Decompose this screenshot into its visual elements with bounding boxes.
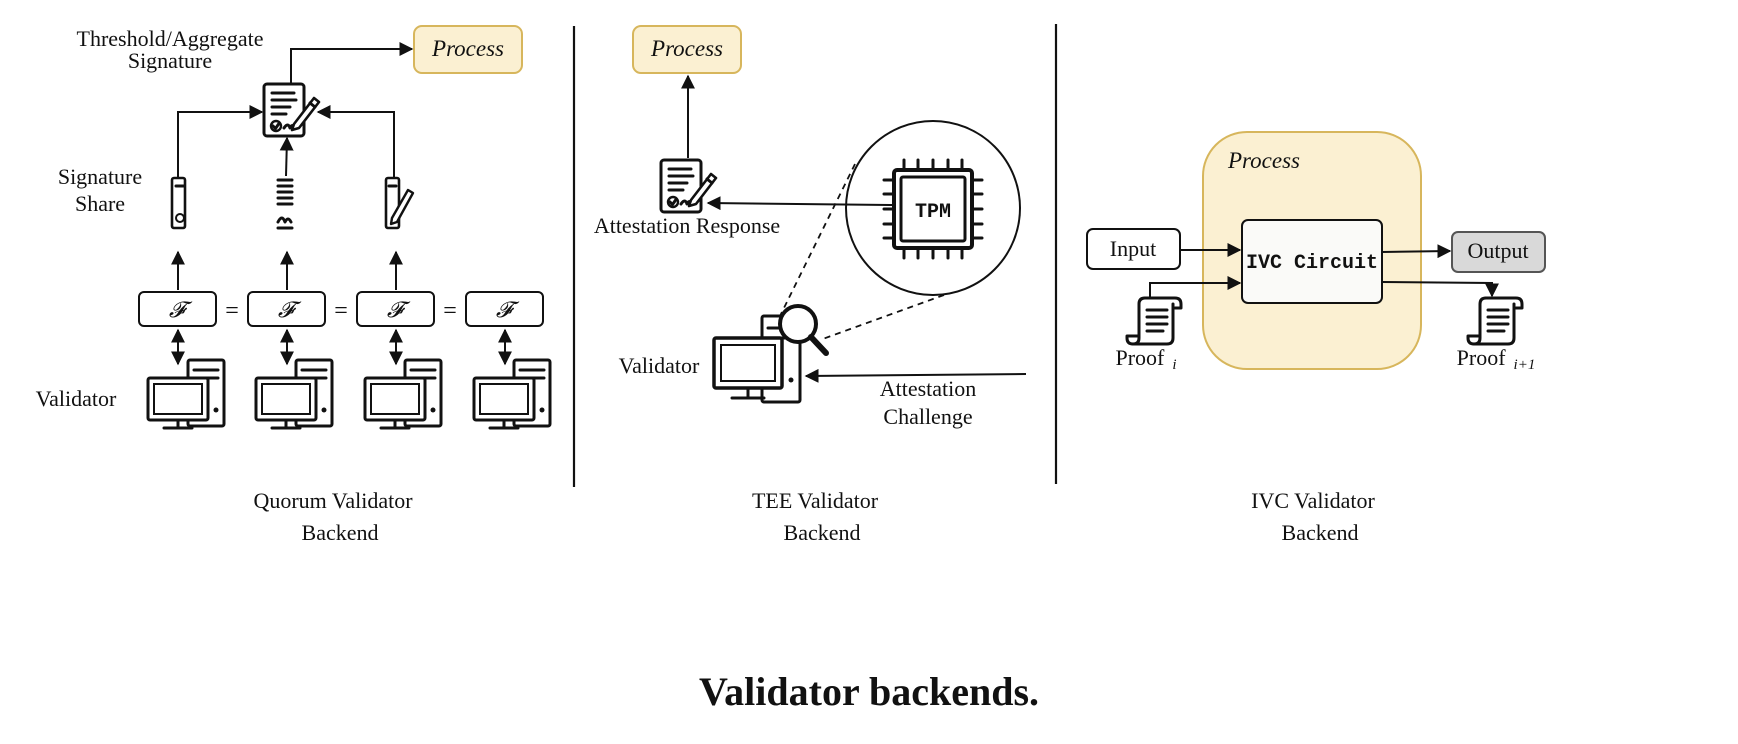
share-icon-2 xyxy=(276,178,294,230)
signature-share-label-line1: Signature xyxy=(58,164,142,189)
ivc-process-label: Process xyxy=(1227,148,1300,173)
tee-panel: Process Attestation Response xyxy=(594,25,1027,545)
share3-to-aggregate-arrow xyxy=(316,105,395,178)
tee-backend-label-line1: TEE Validator xyxy=(752,488,879,513)
quorum-validator-label: Validator xyxy=(36,386,117,411)
aggregate-signature-icon xyxy=(262,82,321,138)
quorum-panel: Threshold/Aggregate Signature Process Si… xyxy=(36,25,552,545)
equals-sign-1: = xyxy=(225,298,239,324)
share1-to-aggregate-arrow xyxy=(177,105,264,178)
zoom-line-upper xyxy=(779,163,856,317)
output-label: Output xyxy=(1467,238,1528,263)
equals-sign-2: = xyxy=(334,298,348,324)
proof-i-label: Proof xyxy=(1115,345,1165,370)
quorum-backend-label-line2: Backend xyxy=(302,520,379,545)
tee-process-box xyxy=(632,25,742,74)
proof-i-scroll-icon xyxy=(1125,296,1183,346)
tpm-to-response-arrow xyxy=(706,196,893,211)
tpm-chip-icon: TPM xyxy=(882,158,984,260)
aggregate-to-process-arrow xyxy=(290,42,414,84)
magnifier-icon xyxy=(778,304,829,356)
share-icon-1 xyxy=(170,176,187,230)
circuit-to-proof-arrow xyxy=(1381,281,1499,298)
ivc-backend-label-line2: Backend xyxy=(1282,520,1359,545)
equals-sign-3: = xyxy=(443,298,457,324)
ivc-panel: Process Input IVC Circuit Output Proof i… xyxy=(1086,131,1546,545)
ivc-backend-label-line1: IVC Validator xyxy=(1251,488,1375,513)
ivc-circuit-box xyxy=(1241,219,1383,304)
proof-i-plus-1-label-group: Proof i+1 xyxy=(1457,345,1536,373)
output-box xyxy=(1451,231,1546,273)
computer-icon xyxy=(363,358,443,430)
signature-label: Signature xyxy=(128,48,212,73)
proof-i-plus-1-scroll-icon xyxy=(1466,296,1524,346)
attestation-challenge-label-line1: Attestation xyxy=(880,376,977,401)
tee-backend-label-line2: Backend xyxy=(784,520,861,545)
proof-to-circuit-arrow xyxy=(1149,276,1242,298)
quorum-backend-label-line1: Quorum Validator xyxy=(253,488,413,513)
tee-process-label: Process xyxy=(650,36,723,61)
threshold-label: Threshold/Aggregate xyxy=(77,26,264,51)
proof-i-label-group: Proof i xyxy=(1115,345,1176,373)
proof-i-subscript: i xyxy=(1172,357,1176,373)
attestation-challenge-label-line2: Challenge xyxy=(883,404,972,429)
tpm-label: TPM xyxy=(915,201,951,224)
circuit-to-output-arrow xyxy=(1381,244,1452,259)
f-box-1: 𝓕 xyxy=(138,291,217,327)
proof-i-plus-1-label: Proof xyxy=(1457,345,1507,370)
challenge-to-validator-arrow xyxy=(804,368,1027,383)
zoom-line-lower xyxy=(819,294,945,341)
attestation-response-icon xyxy=(659,158,718,214)
validator-backends-diagram: Threshold/Aggregate Signature Process Si… xyxy=(36,24,1546,545)
signature-share-label-line2: Share xyxy=(75,191,125,216)
input-label: Input xyxy=(1110,236,1156,261)
f-box-4: 𝓕 xyxy=(465,291,544,327)
ivc-circuit-label: IVC Circuit xyxy=(1246,252,1378,275)
quorum-process-box xyxy=(413,25,523,74)
share2-to-aggregate-arrow xyxy=(279,136,294,177)
figure-caption: Validator backends. xyxy=(698,669,1040,714)
f-box-3: 𝓕 xyxy=(356,291,435,327)
tee-validator-label: Validator xyxy=(619,353,700,378)
share-icon-3 xyxy=(384,176,415,230)
f-box-2: 𝓕 xyxy=(247,291,326,327)
attestation-response-label: Attestation Response xyxy=(594,213,780,238)
computer-icon xyxy=(254,358,334,430)
computer-icon xyxy=(472,358,552,430)
quorum-process-label: Process xyxy=(431,36,504,61)
proof-i-plus-1-subscript: i+1 xyxy=(1514,357,1536,373)
computer-icon xyxy=(146,358,226,430)
